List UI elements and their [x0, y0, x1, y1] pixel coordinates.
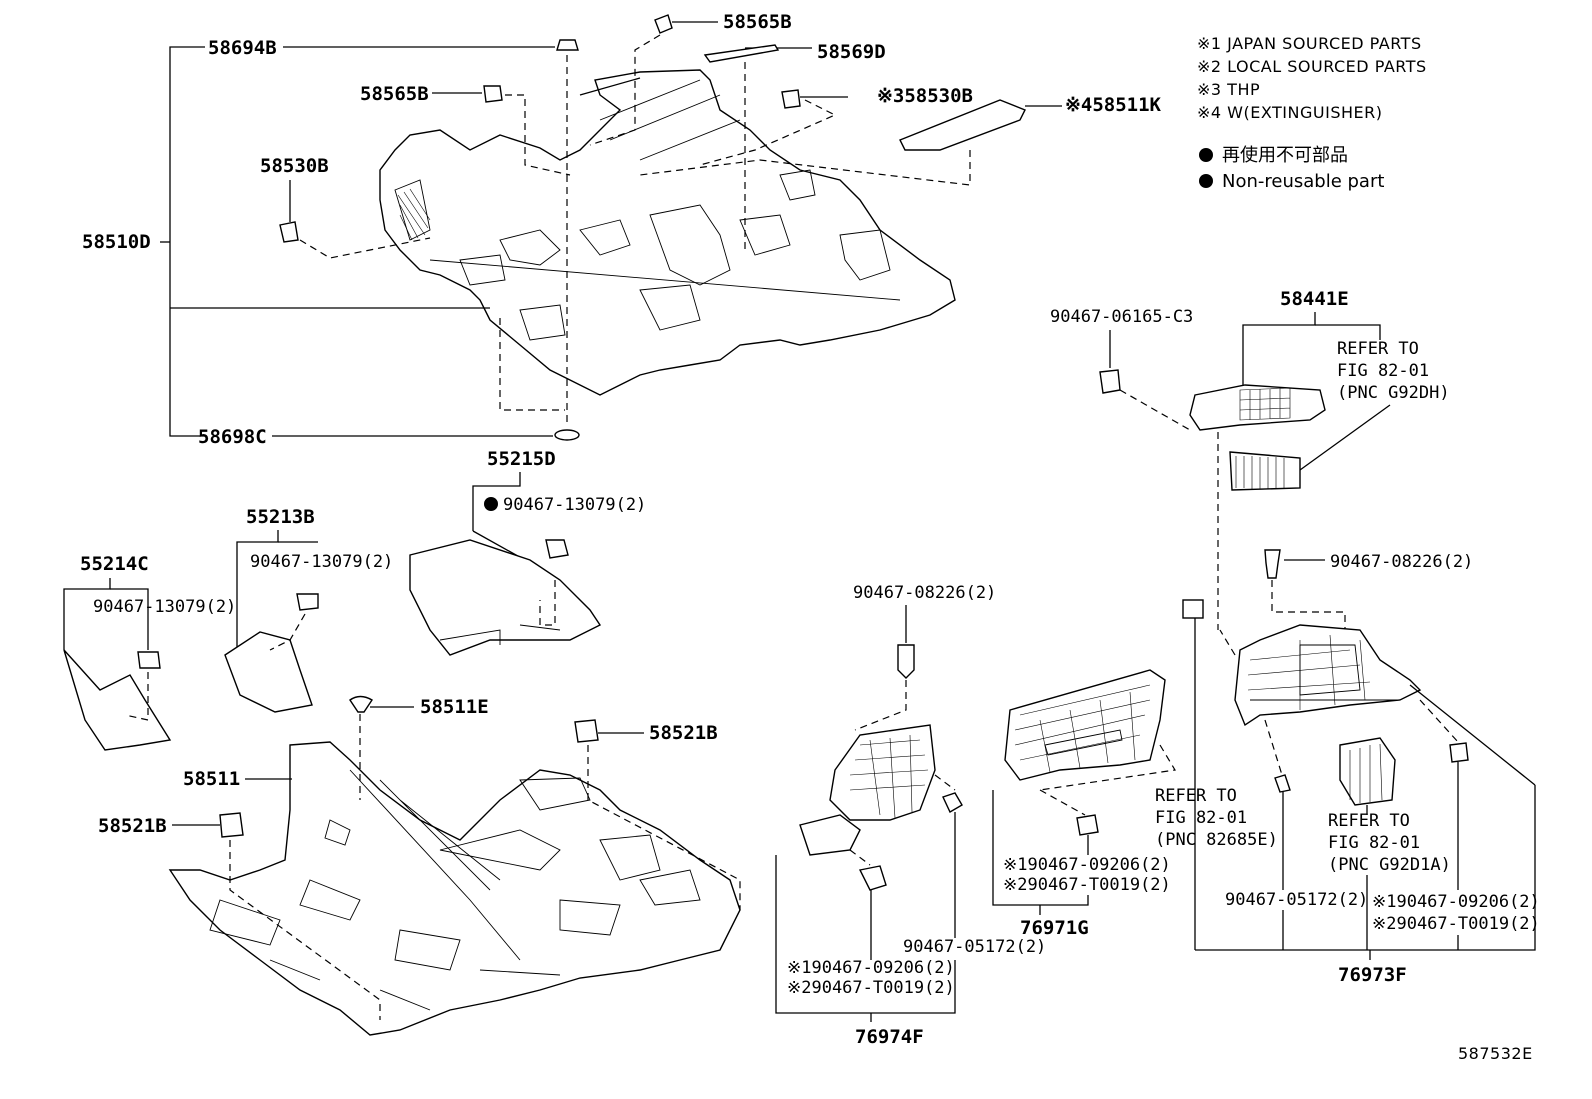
clip-58521B-icon — [219, 812, 244, 838]
label-76974F-n1: ※190467-09206(2) — [787, 958, 955, 978]
label-58521B-right: 58521B — [649, 722, 718, 744]
ref3-line-c: (PNC G92D1A) — [1328, 855, 1451, 875]
note-non-reusable-jp: 再使用不可部品 — [1222, 145, 1348, 166]
trim-76971G[interactable] — [1004, 669, 1166, 781]
bolt-58530B-icon — [279, 221, 299, 243]
ref1-line-b: FIG 82-01 — [1337, 361, 1429, 381]
trim-76973F[interactable] — [1234, 624, 1422, 727]
ref2-line-c: (PNC 82685E) — [1155, 830, 1278, 850]
label-76973F-n2: ※290467-T0019(2) — [1372, 914, 1540, 934]
clip-90467-05172-icon — [942, 792, 963, 813]
clip-90467-05172-icon — [1274, 774, 1291, 793]
non-reusable-dot-icon — [484, 497, 498, 511]
label-76973F: 76973F — [1338, 964, 1407, 986]
trim-76974F[interactable] — [829, 724, 936, 821]
label-76971G-n2: ※290467-T0019(2) — [1003, 875, 1171, 895]
label-76973F-n1: ※190467-09206(2) — [1372, 892, 1540, 912]
clip-90467-08226-icon — [897, 644, 915, 679]
label-58521B-left: 58521B — [98, 815, 167, 837]
note-non-reusable-en: Non-reusable part — [1222, 171, 1384, 192]
label-90467-05172-a: 90467-05172(2) — [903, 937, 1046, 957]
label-58694B: 58694B — [208, 37, 277, 59]
diagram-id: 587532E — [1458, 1044, 1533, 1063]
legend-notes: ※1 JAPAN SOURCED PARTS ※2 LOCAL SOURCED … — [1197, 34, 1427, 192]
box-58441E[interactable] — [1189, 384, 1326, 431]
clip-90467-13079-icon — [545, 539, 569, 559]
label-76974F: 76974F — [855, 1026, 924, 1048]
cover-55215D[interactable] — [409, 539, 602, 656]
ref3-line-b: FIG 82-01 — [1328, 833, 1420, 853]
label-90467-13079-b: 90467-13079(2) — [250, 552, 393, 572]
label-58530B-thp: ※358530B — [877, 85, 973, 107]
trim-76974F-lower — [799, 814, 861, 856]
speaker-G92D1A — [1339, 737, 1396, 806]
label-90467-08226-a: 90467-08226(2) — [853, 583, 996, 603]
label-90467-13079-a: 90467-13079(2) — [503, 495, 646, 515]
label-58511E: 58511E — [420, 696, 489, 718]
label-58569D: 58569D — [817, 41, 886, 63]
clip-90467-08226-icon — [1264, 549, 1281, 579]
screw-58565B-icon — [654, 14, 673, 34]
strip-58569D — [703, 44, 780, 63]
label-55215D: 55215D — [487, 448, 556, 470]
clip-58511E-icon — [349, 695, 373, 713]
label-76971G: 76971G — [1020, 917, 1089, 939]
ref2-line-b: FIG 82-01 — [1155, 808, 1247, 828]
label-58565B-mid: 58565B — [360, 83, 429, 105]
label-55214C: 55214C — [80, 553, 149, 575]
non-reusable-dot-icon — [1199, 174, 1213, 188]
label-76974F-n2: ※290467-T0019(2) — [787, 978, 955, 998]
clip-58521B-icon — [574, 719, 599, 743]
label-58530B: 58530B — [260, 155, 329, 177]
label-55213B: 55213B — [246, 506, 315, 528]
clip-58698C-icon — [554, 429, 580, 441]
bracket-58510D — [160, 46, 490, 437]
label-58511K: ※458511K — [1065, 94, 1162, 116]
label-90467-05172-b: 90467-05172(2) — [1225, 890, 1368, 910]
label-58511: 58511 — [183, 768, 240, 790]
clip-90467-13079-icon — [296, 593, 319, 611]
label-90467-06165-C3: 90467-06165-C3 — [1050, 307, 1193, 327]
note-local-sourced: ※2 LOCAL SOURCED PARTS — [1197, 57, 1427, 76]
label-58510D: 58510D — [82, 231, 151, 253]
screw-58565B-icon — [483, 85, 503, 103]
clip-90467-06165-icon — [1099, 369, 1121, 394]
grille-G92DH — [1229, 451, 1301, 491]
note-japan-sourced: ※1 JAPAN SOURCED PARTS — [1197, 34, 1422, 53]
label-58441E: 58441E — [1280, 288, 1349, 310]
label-76971G-n1: ※190467-09206(2) — [1003, 855, 1171, 875]
pad-icon — [1182, 599, 1204, 619]
bracket-58511K — [899, 99, 1026, 151]
clip-90467-09206-icon — [1076, 814, 1099, 836]
cover-55214C[interactable] — [63, 649, 172, 751]
non-reusable-dot-icon — [1199, 148, 1213, 162]
note-thp: ※3 THP — [1197, 80, 1260, 99]
label-90467-08226-b: 90467-08226(2) — [1330, 552, 1473, 572]
ref3-line-a: REFER TO — [1328, 811, 1410, 831]
label-58565B-top: 58565B — [723, 11, 792, 33]
label-58698C: 58698C — [198, 426, 267, 448]
ref2-line-a: REFER TO — [1155, 786, 1237, 806]
ref1-line-c: (PNC G92DH) — [1337, 383, 1450, 403]
clip-90467-09206-icon — [1449, 742, 1469, 763]
cover-55213B[interactable] — [224, 631, 313, 713]
clip-58694B-icon — [556, 39, 579, 51]
label-90467-13079-c: 90467-13079(2) — [93, 597, 236, 617]
floor-carpet-lower[interactable] — [168, 741, 741, 1036]
clip-90467-13079-icon — [137, 651, 161, 669]
floor-carpet-upper[interactable] — [379, 69, 956, 396]
ref1-line-a: REFER TO — [1337, 339, 1419, 359]
clip-90467-09206-icon — [858, 865, 887, 891]
bolt-58530B-icon — [781, 89, 801, 109]
note-extinguisher: ※4 W(EXTINGUISHER) — [1197, 103, 1382, 122]
